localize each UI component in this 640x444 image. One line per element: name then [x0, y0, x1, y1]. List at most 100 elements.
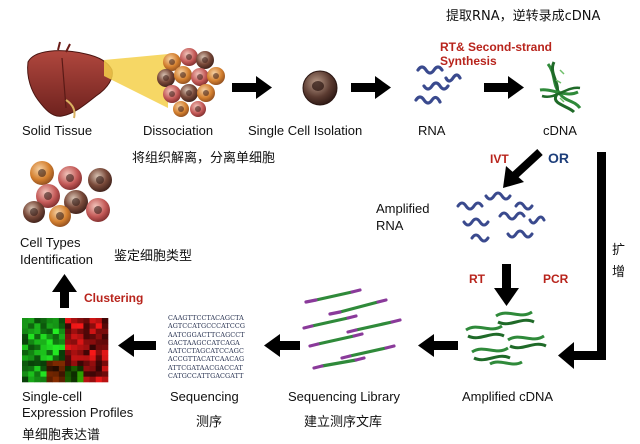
sequence-line: AATCCTAGCATCCAGC: [168, 347, 244, 356]
heatmap-cell: [46, 328, 54, 335]
or-label: OR: [548, 150, 569, 166]
heatmap-cell: [83, 339, 90, 345]
heatmap-cell: [22, 360, 29, 367]
heatmap-cell: [40, 355, 47, 361]
heatmap-cell: [28, 328, 35, 335]
heatmap-cell: [89, 371, 97, 377]
heatmap-cell: [89, 366, 97, 372]
heatmap-cell: [101, 350, 109, 356]
heatmap-cell: [40, 323, 47, 329]
heatmap-cell: [77, 355, 84, 361]
heatmap-cell: [34, 344, 41, 351]
heatmap-cell: [34, 366, 41, 372]
heatmap-cell: [58, 376, 66, 383]
heatmap-cell: [46, 366, 54, 372]
heatmap-cell: [46, 371, 54, 377]
sequence-line: CAAGTTCCTACAGCTA: [168, 314, 244, 322]
heatmap-cell: [83, 323, 90, 329]
heatmap-cell: [46, 334, 54, 340]
heatmap-cell: [52, 371, 60, 377]
heatmap-cell: [71, 360, 78, 367]
step-single-cell-isolation: Single Cell Isolation: [248, 123, 363, 138]
heatmap-cell: [83, 334, 90, 340]
heatmap-cell: [83, 371, 90, 377]
heatmap-cell: [28, 350, 35, 356]
heatmap-cell: [52, 355, 60, 361]
heatmap-cell: [40, 339, 47, 345]
heatmap-cell: [77, 366, 84, 372]
note-amplify: 扩 增: [612, 243, 626, 280]
heatmap-cell: [28, 339, 35, 345]
heatmap-cell: [101, 360, 109, 367]
heatmap-cell: [77, 339, 84, 345]
heatmap-cell: [46, 339, 54, 345]
heatmap-cell: [52, 360, 60, 367]
heatmap-cell: [46, 350, 54, 356]
heatmap-cell: [40, 344, 47, 351]
heatmap-cell: [77, 328, 84, 335]
heatmap-cell: [89, 323, 97, 329]
heatmap-cell: [89, 318, 97, 324]
sequence-line: GACTAAGCCATCAGA: [168, 338, 240, 347]
heatmap-cell: [58, 371, 66, 377]
heatmap-cell: [95, 371, 103, 377]
heatmap-cell: [77, 323, 84, 329]
heatmap-cell: [95, 355, 103, 361]
heatmap-cell: [28, 360, 35, 367]
arrow-left-2: [264, 334, 300, 357]
step-sequencing-library: Sequencing Library: [288, 389, 401, 404]
heatmap-cell: [71, 355, 78, 361]
heatmap-cell: [46, 323, 54, 329]
heatmap-cell: [58, 334, 66, 340]
heatmap-cell: [22, 371, 29, 377]
heatmap-cell: [58, 318, 66, 324]
step-cdna: cDNA: [543, 123, 577, 138]
heatmap-cell: [34, 360, 41, 367]
sequence-line: ACCGTTACATCAACAG: [168, 355, 245, 364]
heatmap-cell: [58, 350, 66, 356]
heatmap-cell: [89, 376, 97, 383]
heatmap-cell: [34, 376, 41, 383]
heatmap-cell: [71, 376, 78, 383]
heatmap-cell: [83, 350, 90, 356]
heatmap-cell: [65, 350, 72, 356]
heatmap-cell: [34, 323, 41, 329]
step-expression-profiles: Single-cell Expression Profiles: [22, 389, 134, 420]
heatmap-cell: [95, 334, 103, 340]
heatmap-cell: [28, 355, 35, 361]
heatmap-cell: [28, 366, 35, 372]
heatmap-cell: [65, 339, 72, 345]
heatmap-cell: [77, 371, 84, 377]
heatmap-cell: [46, 318, 54, 324]
heatmap-cell: [52, 328, 60, 335]
heatmap-cell: [95, 323, 103, 329]
heatmap-cell: [95, 376, 103, 383]
heatmap-cell: [22, 318, 29, 324]
heatmap-cell: [95, 360, 103, 367]
heatmap-cell: [101, 328, 109, 335]
heatmap-cell: [58, 328, 66, 335]
heatmap-cell: [71, 371, 78, 377]
heatmap-cell: [46, 376, 54, 383]
sequence-line: AGTCCATGCCCATCCG: [168, 322, 246, 331]
heatmap-cell: [40, 376, 47, 383]
heatmap-cell: [52, 376, 60, 383]
heatmap-cell: [40, 366, 47, 372]
heatmap-cell: [52, 366, 60, 372]
heatmap-cell: [101, 334, 109, 340]
heatmap-cell: [89, 350, 97, 356]
top-note: 提取RNA，逆转录成cDNA: [446, 9, 601, 24]
arrow-clustering-up: [52, 274, 77, 308]
note-expression: 单细胞表达谱: [22, 428, 101, 443]
heatmap-cell: [52, 350, 60, 356]
heatmap-cell: [28, 318, 35, 324]
cell-types-cells: [23, 161, 112, 227]
heatmap-cell: [89, 339, 97, 345]
heatmap-cell: [77, 344, 84, 351]
heatmap-cell: [77, 318, 84, 324]
step-cell-types: Cell Types Identification: [20, 235, 93, 267]
heatmap-cell: [95, 350, 103, 356]
heatmap-cell: [101, 339, 109, 345]
rt-label: RT: [469, 272, 485, 286]
